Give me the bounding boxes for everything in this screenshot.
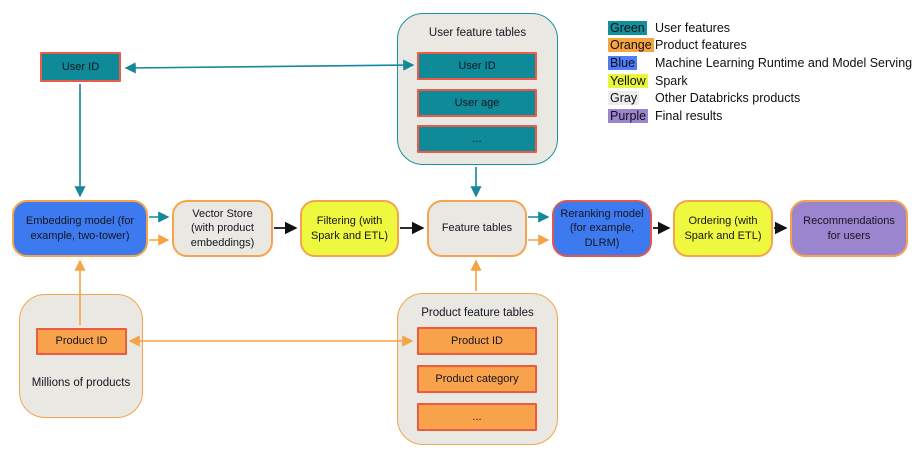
- row-product-category: Product category: [417, 365, 537, 393]
- product-feature-tables-group: Product feature tables Product ID Produc…: [397, 293, 558, 445]
- group-title: Product feature tables: [421, 307, 534, 319]
- legend-swatch-blue: Blue: [608, 55, 638, 70]
- row-user-id: User ID: [417, 52, 537, 80]
- node-label: Recommendations for users: [803, 215, 895, 242]
- node-label: Feature tables: [441, 222, 513, 235]
- node-reranking-model: Reranking model (for example, DLRM): [552, 200, 652, 257]
- legend-swatch-purple: Purple: [608, 108, 649, 123]
- node-label: Ordering (with Spark and ETL): [684, 215, 762, 242]
- node-label: Embedding model (for example, two-tower): [25, 215, 135, 242]
- node-label: Product ID: [55, 335, 108, 348]
- legend-item-final-results: Purple Final results: [608, 107, 912, 125]
- legend-item-product-features: Orange Product features: [608, 37, 912, 55]
- node-label: Reranking model (for example, DLRM): [560, 208, 644, 249]
- node-product-id-source: Product ID: [36, 328, 127, 355]
- legend-swatch-green: Green: [608, 20, 647, 35]
- row-label: User ID: [458, 59, 496, 72]
- node-vector-store: Vector Store (with product embeddings): [172, 200, 273, 257]
- legend-swatch-gray: Gray: [608, 91, 640, 106]
- legend-item-ml-runtime: Blue Machine Learning Runtime and Model …: [608, 54, 912, 72]
- legend-label: Other Databricks products: [655, 91, 801, 106]
- arrow-userid-featuretable: [124, 59, 415, 74]
- node-label: User ID: [61, 60, 100, 73]
- legend-label: Final results: [655, 108, 723, 123]
- legend-label: Product features: [655, 38, 747, 53]
- row-label: ...: [472, 410, 482, 423]
- legend-label: User features: [655, 20, 731, 35]
- legend-swatch-yellow: Yellow: [608, 73, 648, 88]
- legend-label: Spark: [655, 73, 688, 88]
- node-recommendations: Recommendations for users: [790, 200, 908, 257]
- millions-of-products-group: Product ID Millions of products: [19, 294, 143, 418]
- legend-item-spark: Yellow Spark: [608, 72, 912, 90]
- user-feature-tables-group: User feature tables User ID User age ...: [397, 13, 558, 165]
- row-label: Product category: [435, 372, 519, 385]
- legend-item-other-databricks: Gray Other Databricks products: [608, 89, 912, 107]
- row-user-age: User age: [417, 89, 537, 117]
- legend-label: Machine Learning Runtime and Model Servi…: [655, 55, 913, 70]
- row-user-ellipsis: ...: [417, 125, 537, 153]
- legend-item-user-features: Green User features: [608, 19, 912, 37]
- row-product-id: Product ID: [417, 327, 537, 355]
- node-ordering: Ordering (with Spark and ETL): [673, 200, 773, 257]
- group-caption: Millions of products: [31, 377, 131, 389]
- row-label: Product ID: [451, 334, 503, 347]
- node-user-id-source: User ID: [40, 52, 121, 82]
- legend-swatch-orange: Orange: [608, 38, 654, 53]
- row-label: ...: [472, 132, 482, 145]
- group-title: User feature tables: [428, 27, 527, 39]
- node-filtering: Filtering (with Spark and ETL): [300, 200, 399, 257]
- node-embedding-model: Embedding model (for example, two-tower): [12, 200, 148, 257]
- legend: Green User features Orange Product featu…: [608, 19, 912, 125]
- node-label: Filtering (with Spark and ETL): [310, 215, 389, 242]
- row-product-ellipsis: ...: [417, 403, 537, 431]
- node-feature-tables: Feature tables: [427, 200, 527, 257]
- row-label: User age: [454, 96, 500, 109]
- node-label: Vector Store (with product embeddings): [190, 208, 255, 249]
